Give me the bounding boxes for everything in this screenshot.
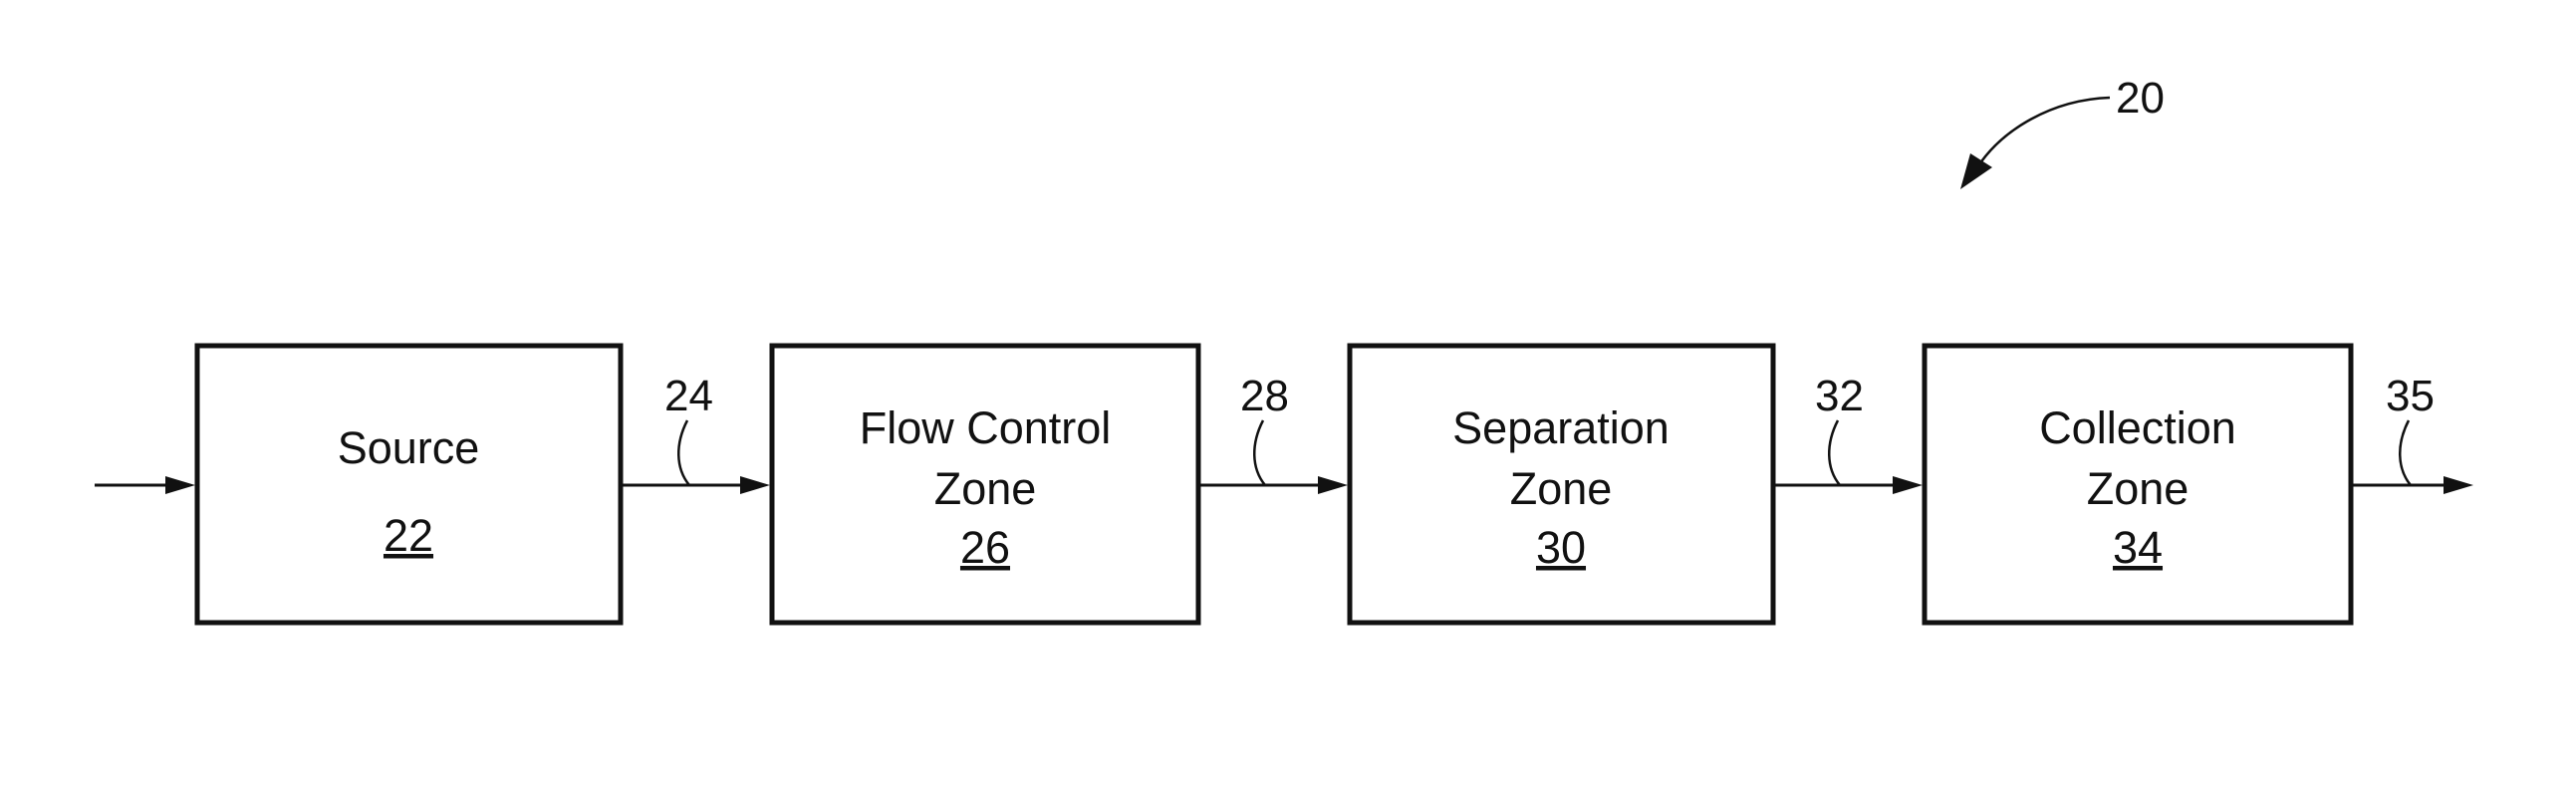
connector-35-ref: 35 [2386, 372, 2435, 420]
connector-35-arrowhead [2444, 476, 2473, 494]
connector-28-arrowhead [1318, 476, 1348, 494]
flow-control-zone-ref: 26 [960, 522, 1010, 573]
flow-control-zone-label-line1: Flow Control [860, 402, 1112, 453]
connector-28-leader [1254, 420, 1265, 485]
collection-zone-label-line2: Zone [2087, 463, 2190, 514]
input-arrowhead [165, 476, 195, 494]
connector-35: 35 [2353, 372, 2473, 494]
figure-ref-label: 20 [2116, 74, 2165, 123]
connector-24: 24 [623, 372, 770, 494]
connector-32-leader [1829, 420, 1840, 485]
connector-35-leader [2400, 420, 2411, 485]
source-box [197, 346, 621, 623]
connector-24-ref: 24 [664, 372, 713, 420]
separation-zone-label-line1: Separation [1452, 402, 1670, 453]
collection-zone-ref: 34 [2113, 522, 2163, 573]
separation-zone-label-line2: Zone [1510, 463, 1613, 514]
separation-zone-block: Separation Zone 30 [1350, 346, 1773, 623]
connector-28-ref: 28 [1240, 372, 1289, 420]
collection-zone-label-line1: Collection [2039, 402, 2236, 453]
connector-32-arrowhead [1893, 476, 1923, 494]
source-ref: 22 [384, 510, 433, 561]
connector-32-ref: 32 [1815, 372, 1864, 420]
figure-reference: 20 [1960, 74, 2165, 189]
collection-zone-block: Collection Zone 34 [1925, 346, 2351, 623]
source-label: Source [338, 422, 480, 473]
connector-28: 28 [1200, 372, 1348, 494]
flow-control-zone-label-line2: Zone [934, 463, 1037, 514]
connector-32: 32 [1775, 372, 1923, 494]
source-block: Source 22 [197, 346, 621, 623]
figure-reference-curve [1977, 98, 2110, 167]
connector-24-arrowhead [740, 476, 770, 494]
separation-zone-ref: 30 [1536, 522, 1586, 573]
input-arrow [95, 476, 195, 494]
connector-24-leader [678, 420, 689, 485]
figure-reference-arrowhead [1960, 153, 1992, 189]
flow-control-zone-block: Flow Control Zone 26 [772, 346, 1198, 623]
